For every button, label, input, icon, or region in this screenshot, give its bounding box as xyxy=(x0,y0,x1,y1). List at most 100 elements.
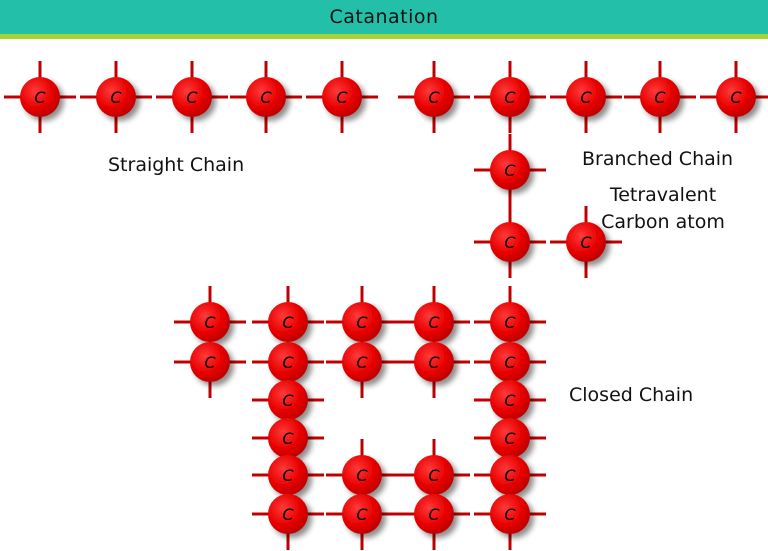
carbon-atom: C xyxy=(268,302,308,342)
carbon-atom-symbol: C xyxy=(428,466,440,485)
carbon-atom-symbol: C xyxy=(260,88,272,107)
carbon-atom-sphere xyxy=(96,77,136,117)
carbon-atom: C xyxy=(268,418,308,458)
carbon-atom-sphere xyxy=(268,494,308,534)
carbon-atom: C xyxy=(96,77,136,117)
carbon-atom: C xyxy=(414,455,454,495)
carbon-atom-symbol: C xyxy=(504,466,516,485)
carbon-atom-symbol: C xyxy=(282,429,294,448)
carbon-atom: C xyxy=(172,77,212,117)
carbon-atom: C xyxy=(268,494,308,534)
carbon-atom-symbol: C xyxy=(504,505,516,524)
carbon-atom: C xyxy=(490,302,530,342)
carbon-atom: C xyxy=(490,342,530,382)
carbon-atom-symbol: C xyxy=(204,353,216,372)
carbon-atom-sphere xyxy=(566,77,606,117)
carbon-atom: C xyxy=(414,77,454,117)
page-title: Catanation xyxy=(329,6,439,28)
carbon-atom-symbol: C xyxy=(504,88,516,107)
carbon-atom: C xyxy=(342,342,382,382)
carbon-atom-symbol: C xyxy=(186,88,198,107)
carbon-atom-sphere xyxy=(490,150,530,190)
carbon-atom: C xyxy=(190,342,230,382)
carbon-atom-symbol: C xyxy=(356,313,368,332)
carbon-atom-sphere xyxy=(342,342,382,382)
carbon-atom-symbol: C xyxy=(504,313,516,332)
carbon-atom-sphere xyxy=(716,77,756,117)
carbon-atom: C xyxy=(490,150,530,190)
carbon-atom-sphere xyxy=(490,302,530,342)
carbon-atom: C xyxy=(490,418,530,458)
tetravalent-carbon-label: Tetravalent Carbon atom xyxy=(601,184,725,233)
carbon-atom-sphere xyxy=(268,455,308,495)
carbon-atom: C xyxy=(490,380,530,420)
carbon-atom-sphere xyxy=(414,455,454,495)
carbon-atom-sphere xyxy=(190,302,230,342)
carbon-atom: C xyxy=(322,77,362,117)
carbon-atom-symbol: C xyxy=(282,353,294,372)
carbon-atom-symbol: C xyxy=(428,313,440,332)
carbon-atom-sphere xyxy=(414,494,454,534)
carbon-atom: C xyxy=(490,455,530,495)
carbon-atom: C xyxy=(268,342,308,382)
carbon-atom-sphere xyxy=(490,222,530,262)
carbon-atom-symbol: C xyxy=(504,429,516,448)
carbon-atom: C xyxy=(268,380,308,420)
carbon-atom-symbol: C xyxy=(580,88,592,107)
carbon-atom-sphere xyxy=(172,77,212,117)
carbon-atom-symbol: C xyxy=(282,505,294,524)
carbon-atom-sphere xyxy=(190,342,230,382)
carbon-atom: C xyxy=(640,77,680,117)
carbon-atom-symbol: C xyxy=(504,391,516,410)
carbon-atom: C xyxy=(246,77,286,117)
carbon-atom-symbol: C xyxy=(34,88,46,107)
carbon-atom: C xyxy=(414,302,454,342)
carbon-atom: C xyxy=(414,494,454,534)
carbon-atom-symbol: C xyxy=(356,466,368,485)
carbon-atom: C xyxy=(190,302,230,342)
carbon-atom: C xyxy=(20,77,60,117)
carbon-atom-sphere xyxy=(268,418,308,458)
carbon-atom-sphere xyxy=(414,302,454,342)
carbon-atom-symbol: C xyxy=(654,88,666,107)
carbon-atom: C xyxy=(490,494,530,534)
carbon-atom: C xyxy=(414,342,454,382)
carbon-atom-symbol: C xyxy=(504,233,516,252)
title-bar: Catanation xyxy=(0,0,768,39)
carbon-atom-sphere xyxy=(490,77,530,117)
carbon-atom: C xyxy=(566,222,606,262)
carbon-atom: C xyxy=(342,302,382,342)
carbon-atom-symbol: C xyxy=(282,466,294,485)
carbon-atom-symbol: C xyxy=(504,353,516,372)
carbon-atom-sphere xyxy=(20,77,60,117)
carbon-atom-symbol: C xyxy=(356,353,368,372)
carbon-atom-sphere xyxy=(342,494,382,534)
carbon-atom-sphere xyxy=(342,302,382,342)
carbon-atom-sphere xyxy=(268,302,308,342)
carbon-atom: C xyxy=(268,455,308,495)
carbon-atom-sphere xyxy=(342,455,382,495)
carbon-atom-sphere xyxy=(566,222,606,262)
carbon-atom-symbol: C xyxy=(428,353,440,372)
branched-chain-label: Branched Chain xyxy=(582,148,734,170)
carbon-atom-sphere xyxy=(640,77,680,117)
carbon-atom-sphere xyxy=(490,342,530,382)
carbon-atom-sphere xyxy=(490,455,530,495)
carbon-atom: C xyxy=(342,494,382,534)
carbon-atom-sphere xyxy=(414,77,454,117)
carbon-atom-sphere xyxy=(322,77,362,117)
carbon-atom-sphere xyxy=(490,494,530,534)
carbon-atom-symbol: C xyxy=(336,88,348,107)
carbon-atom-symbol: C xyxy=(428,88,440,107)
carbon-atom-symbol: C xyxy=(204,313,216,332)
carbon-atom-sphere xyxy=(246,77,286,117)
straight-chain-label: Straight Chain xyxy=(108,154,245,176)
carbon-atom: C xyxy=(716,77,756,117)
carbon-atom-symbol: C xyxy=(282,313,294,332)
carbon-atom: C xyxy=(490,77,530,117)
carbon-atom-symbol: C xyxy=(356,505,368,524)
carbon-atom-symbol: C xyxy=(580,233,592,252)
carbon-atom-symbol: C xyxy=(730,88,742,107)
